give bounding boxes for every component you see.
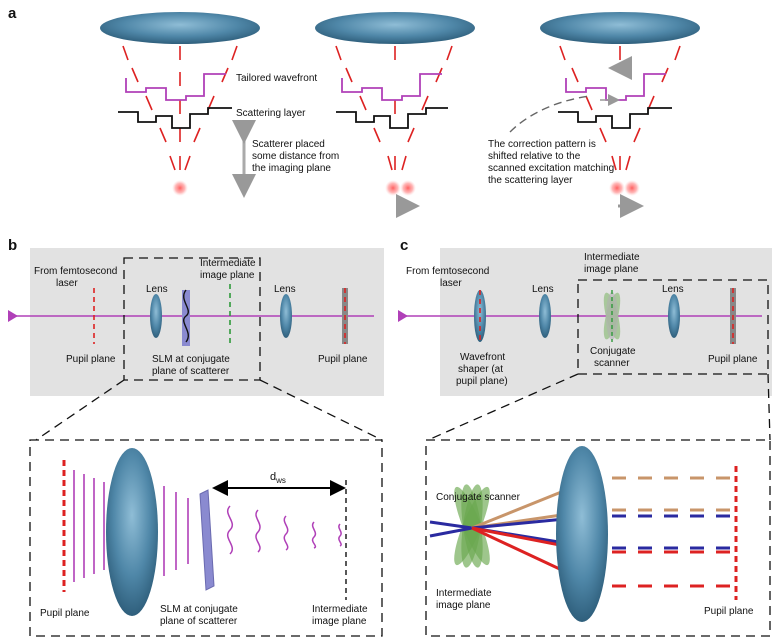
correction-note-2: shifted relative to the: [488, 151, 581, 162]
zoom-b-lens: [106, 448, 158, 616]
panel-a-col2: [315, 12, 475, 218]
panel-c-scanner-label-1: Conjugate: [590, 346, 636, 357]
zoom-b-intermediate-1: Intermediate: [312, 604, 368, 615]
panel-b-slm-label-1: SLM at conjugate: [152, 354, 230, 365]
zoom-b-dws-label: dws: [270, 471, 286, 485]
zoom-b-slm-label-2: plane of scatterer: [160, 616, 238, 627]
panel-c-zoom-line-right: [767, 373, 771, 441]
zoom-b-pupil-label: Pupil plane: [40, 608, 90, 619]
panel-b-intermediate-1: Intermediate: [200, 258, 256, 269]
scatterer-note-3: the imaging plane: [252, 163, 331, 174]
zoom-c-scanner-label: Conjugate scanner: [436, 492, 521, 503]
panel-c-from-laser-2: laser: [440, 278, 462, 289]
correction-note-1: The correction pattern is: [488, 139, 596, 150]
panel-a-col3: [540, 12, 700, 218]
panel-c-zoom-detail-box: [425, 439, 771, 637]
panel-b-slm-label-2: plane of scatterer: [152, 366, 230, 377]
panel-c-zoom-box: [577, 279, 769, 375]
panel-b-pupil-label-2: Pupil plane: [318, 354, 368, 365]
panel-c-pupil-label: Pupil plane: [708, 354, 758, 365]
scatterer-note-2: some distance from: [252, 151, 339, 162]
panel-b-zoom-line-right: [259, 379, 383, 441]
panel-c-intermediate-2: image plane: [584, 264, 639, 275]
zoom-c-pupil-label: Pupil plane: [704, 606, 754, 617]
panel-b-from-laser-2: laser: [56, 278, 78, 289]
zoom-b-scattered-waves: [227, 505, 342, 555]
zoom-b-plane-waves-in: [73, 470, 105, 582]
panel-b-pupil-label: Pupil plane: [66, 354, 116, 365]
zoom-b-intermediate-2: image plane: [312, 616, 367, 627]
panel-b-slm: [182, 290, 190, 346]
objective-lens-1: [100, 12, 260, 44]
label-scattering-layer: Scattering layer: [236, 108, 306, 119]
panel-c-lens2-label: Lens: [662, 284, 684, 295]
zoom-b-slm: [199, 489, 215, 591]
panel-c-letter: c: [400, 237, 408, 254]
objective-lens-2: [315, 12, 475, 44]
correction-pointer: [509, 95, 591, 133]
panel-a-col1: [100, 12, 260, 196]
label-tailored-wavefront: Tailored wavefront: [236, 73, 317, 84]
panel-b-from-laser-1: From femtosecond: [34, 266, 117, 277]
panel-b-lens-1: [150, 294, 162, 338]
panel-c-wavefront-shaper: [474, 290, 486, 342]
panel-c-lens-1: [539, 294, 551, 338]
panel-b-beam-arrow: [8, 310, 18, 322]
zoom-c-intermediate-1: Intermediate: [436, 588, 492, 599]
panel-b-lens-2: [280, 294, 292, 338]
panel-c-scanner-label-2: scanner: [594, 358, 630, 369]
panel-b-letter: b: [8, 237, 17, 254]
panel-b-intermediate-2: image plane: [200, 270, 255, 281]
correction-note-3: scanned excitation matching: [488, 163, 614, 174]
zoom-c-intermediate-2: image plane: [436, 600, 491, 611]
panel-a-letter: a: [8, 5, 17, 22]
panel-c-from-laser-1: From femtosecond: [406, 266, 489, 277]
scatterer-note-1: Scatterer placed: [252, 139, 325, 150]
panel-c-lens1-label: Lens: [532, 284, 554, 295]
panel-b-wavefront: [183, 289, 189, 343]
zoom-b-plane-waves-out: [163, 486, 189, 576]
panel-c-zoom-line-left: [427, 373, 579, 441]
panel-c-scanner: [603, 290, 621, 342]
panel-b-background: [30, 248, 384, 396]
panel-b-lens1-label: Lens: [146, 284, 168, 295]
panel-b-zoom-box: [123, 257, 261, 381]
objective-lens-3: [540, 12, 700, 44]
correction-note-4: the scattering layer: [488, 175, 573, 186]
zoom-c-scanner: [454, 484, 490, 568]
panel-b-zoom-detail-box: [29, 439, 383, 637]
panel-c-intermediate-1: Intermediate: [584, 252, 640, 263]
zoom-c-lens: [556, 446, 608, 622]
panel-b-lens2-label: Lens: [274, 284, 296, 295]
panel-c-shaper-label-3: pupil plane): [456, 376, 508, 387]
panel-c-lens-2: [668, 294, 680, 338]
panel-c-shaper-label-1: Wavefront: [460, 352, 505, 363]
zoom-b-slm-label-1: SLM at conjugate: [160, 604, 238, 615]
panel-c-shaper-label-2: shaper (at: [458, 364, 503, 375]
zoom-c-output-beams: [612, 476, 736, 588]
panel-c-beam-arrow: [398, 310, 408, 322]
panel-b-zoom-line-left: [35, 379, 125, 441]
